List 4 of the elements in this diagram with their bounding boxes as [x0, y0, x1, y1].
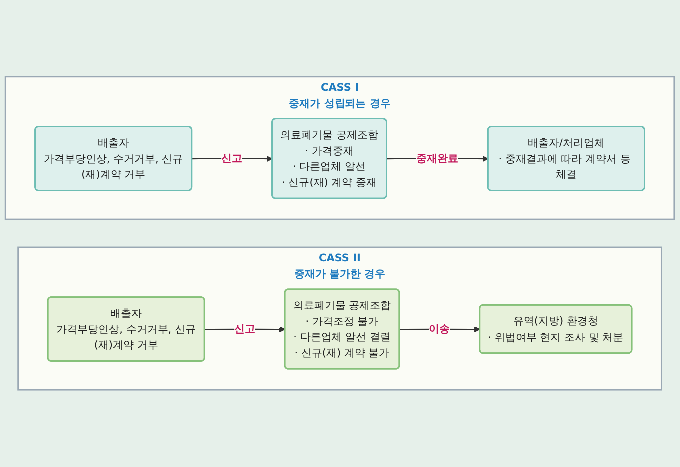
edge-label: 신고	[222, 152, 243, 165]
edge-label: 중재완료	[416, 152, 458, 165]
edge-label: 이송	[429, 322, 450, 336]
edge-label: 신고	[234, 322, 256, 336]
